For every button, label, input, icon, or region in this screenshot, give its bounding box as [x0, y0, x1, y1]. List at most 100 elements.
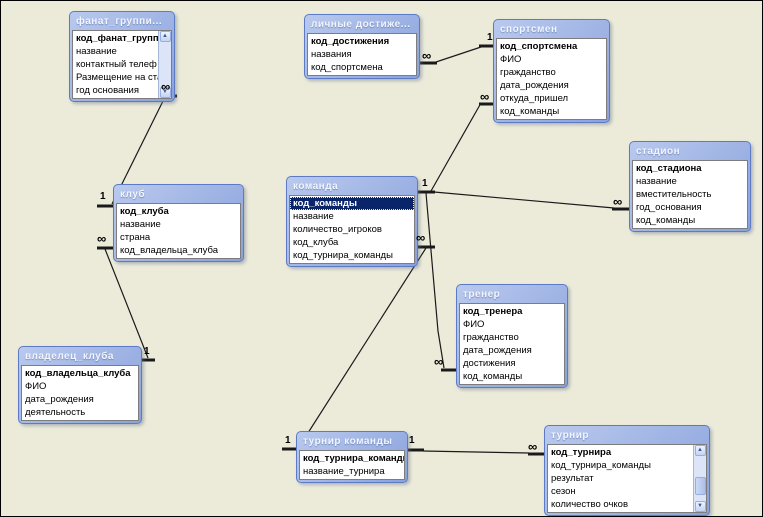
- table-stadium[interactable]: стадион код_стадиона название вместитель…: [629, 141, 751, 232]
- field-row[interactable]: код_турнира_команды: [303, 453, 404, 464]
- field-row[interactable]: Размещение на ста: [76, 72, 158, 83]
- field-row[interactable]: код_спортсмена: [500, 41, 578, 52]
- field-list: код_спортсмена ФИО гражданство дата_рожд…: [497, 39, 606, 119]
- field-row[interactable]: ФИО: [463, 319, 485, 330]
- field-row[interactable]: код_клуба: [120, 206, 169, 217]
- field-row[interactable]: код_стадиона: [636, 163, 702, 174]
- field-row[interactable]: количество очков: [551, 499, 629, 510]
- field-row[interactable]: сезон: [551, 486, 576, 497]
- field-row[interactable]: результат: [551, 473, 594, 484]
- field-row[interactable]: названия: [311, 49, 352, 60]
- table-title[interactable]: фанат_группи...: [76, 16, 163, 27]
- scrollbar-thumb[interactable]: [695, 477, 706, 495]
- field-row-selected[interactable]: код_команды: [290, 197, 414, 210]
- cardinality-one: 1: [487, 32, 493, 43]
- field-list: код_тренера ФИО гражданство дата_рождени…: [460, 304, 564, 384]
- field-list: код_достижения названия код_спортсмена: [308, 34, 416, 75]
- cardinality-many: ∞: [416, 230, 426, 245]
- table-club[interactable]: клуб код_клуба название страна код_владе…: [113, 184, 244, 262]
- field-row[interactable]: код_тренера: [463, 306, 523, 317]
- field-row[interactable]: код_клуба: [293, 237, 339, 248]
- cardinality-many: ∞: [613, 194, 623, 209]
- field-row[interactable]: код_достижения: [311, 36, 390, 47]
- table-title[interactable]: владелец_клуба: [25, 351, 114, 362]
- table-title[interactable]: турнир: [551, 430, 589, 441]
- field-list: код_владельца_клуба ФИО дата_рождения де…: [22, 366, 138, 420]
- scroll-down-icon[interactable]: ▼: [159, 87, 171, 98]
- field-row[interactable]: название_турнира: [303, 466, 385, 477]
- field-list: код_фанат_групп название контактный теле…: [73, 31, 158, 98]
- scroll-down-icon[interactable]: ▼: [694, 501, 706, 512]
- field-row[interactable]: название: [76, 46, 117, 57]
- cardinality-many: ∞: [422, 48, 432, 63]
- field-row[interactable]: ФИО: [25, 381, 47, 392]
- table-athlete[interactable]: спортсмен код_спортсмена ФИО гражданство…: [493, 19, 610, 123]
- field-row[interactable]: код_владельца_клуба: [120, 245, 219, 256]
- field-row[interactable]: дата_рождения: [500, 80, 569, 91]
- table-title[interactable]: турнир команды: [303, 436, 393, 447]
- field-row[interactable]: код_турнира_команды: [551, 460, 651, 471]
- field-list: код_команды название количество_игроков …: [290, 196, 414, 263]
- table-club-owner[interactable]: владелец_клуба код_владельца_клуба ФИО д…: [18, 346, 142, 424]
- field-row[interactable]: дата_рождения: [25, 394, 94, 405]
- table-title[interactable]: стадион: [636, 146, 681, 157]
- scrollbar[interactable]: ▲ ▼: [693, 445, 706, 512]
- cardinality-one: 1: [285, 435, 291, 446]
- field-list: код_турнира код_турнира_команды результа…: [548, 445, 693, 512]
- relationship-line[interactable]: [425, 192, 445, 369]
- scroll-up-icon[interactable]: ▲: [159, 31, 171, 42]
- scrollbar[interactable]: ▲ ▼: [158, 31, 171, 98]
- table-title[interactable]: личные достиже...: [311, 19, 411, 30]
- field-row[interactable]: код_спортсмена: [311, 62, 383, 73]
- cardinality-many: ∞: [97, 231, 107, 246]
- field-row[interactable]: дата_рождения: [463, 345, 532, 356]
- field-row[interactable]: ФИО: [500, 54, 522, 65]
- field-row[interactable]: код_команды: [636, 215, 696, 226]
- table-fan-group[interactable]: фанат_группи... код_фанат_групп название…: [69, 11, 175, 102]
- cardinality-many: ∞: [434, 354, 444, 369]
- table-team[interactable]: команда код_команды название количество_…: [286, 176, 418, 267]
- scroll-up-icon[interactable]: ▲: [694, 445, 706, 456]
- field-row[interactable]: код_владельца_клуба: [25, 368, 131, 379]
- field-row[interactable]: достижения: [463, 358, 516, 369]
- field-row[interactable]: название: [120, 219, 161, 230]
- field-row[interactable]: код_турнира: [551, 447, 612, 458]
- table-title[interactable]: команда: [293, 181, 339, 192]
- relationship-line[interactable]: [433, 191, 615, 209]
- field-list: код_турнира_команды название_турнира: [300, 451, 404, 479]
- relationship-line[interactable]: [104, 248, 149, 359]
- field-row[interactable]: год основания: [76, 85, 139, 96]
- table-title[interactable]: спортсмен: [500, 24, 558, 35]
- relationship-line[interactable]: [422, 450, 530, 454]
- field-row[interactable]: код_команды: [463, 371, 523, 382]
- table-tournament[interactable]: турнир код_турнира код_турнира_команды р…: [544, 425, 710, 516]
- field-row[interactable]: вместительность: [636, 189, 712, 200]
- field-row[interactable]: код_команды: [500, 106, 560, 117]
- field-row[interactable]: количество_игроков: [293, 224, 382, 235]
- field-row[interactable]: контактный телеф: [76, 59, 157, 70]
- field-list: код_стадиона название вместительность го…: [633, 161, 747, 228]
- table-coach[interactable]: тренер код_тренера ФИО гражданство дата_…: [456, 284, 568, 388]
- table-title[interactable]: тренер: [463, 289, 501, 300]
- field-row[interactable]: код_турнира_команды: [293, 250, 393, 261]
- field-row[interactable]: название: [293, 211, 334, 222]
- table-personal-achievements[interactable]: личные достиже... код_достижения названи…: [304, 14, 420, 79]
- field-row[interactable]: код_фанат_групп: [76, 33, 158, 44]
- relationship-line[interactable]: [298, 247, 427, 448]
- cardinality-one: 1: [100, 191, 106, 202]
- field-row[interactable]: гражданство: [500, 67, 556, 78]
- table-tournament-team[interactable]: турнир команды код_турнира_команды назва…: [296, 431, 408, 483]
- table-title[interactable]: клуб: [120, 189, 146, 200]
- field-row[interactable]: откуда_пришел: [500, 93, 569, 104]
- field-row[interactable]: гражданство: [463, 332, 519, 343]
- cardinality-one: 1: [144, 346, 150, 357]
- relationship-line[interactable]: [430, 102, 482, 192]
- field-row[interactable]: страна: [120, 232, 151, 243]
- cardinality-many: ∞: [528, 439, 538, 454]
- relationship-line[interactable]: [435, 46, 482, 63]
- field-row[interactable]: деятельность: [25, 407, 86, 418]
- field-row[interactable]: год_основания: [636, 202, 702, 213]
- field-row[interactable]: название: [636, 176, 677, 187]
